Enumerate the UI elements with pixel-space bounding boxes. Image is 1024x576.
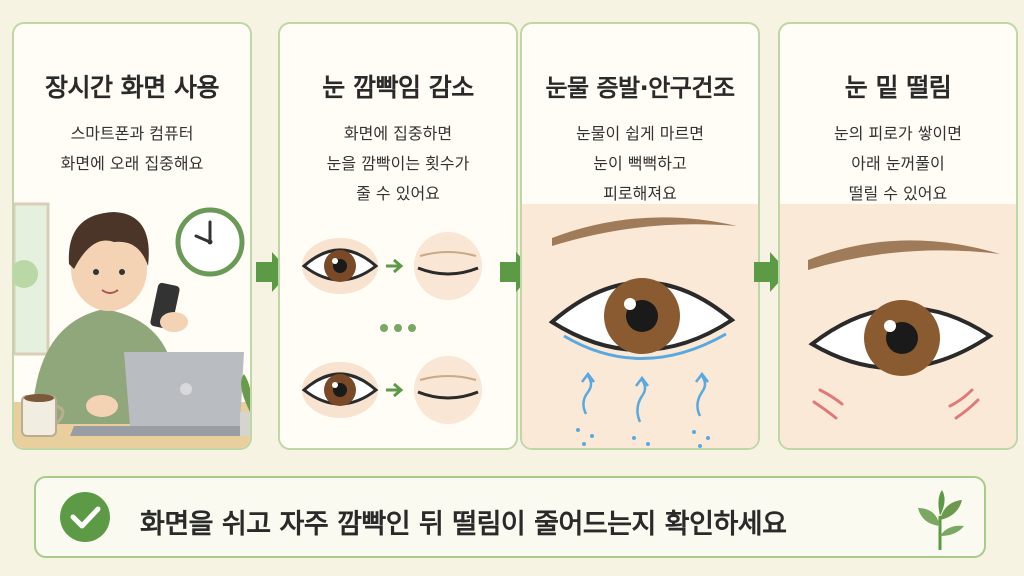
droplets-icon [576,428,710,448]
arrow-right-icon [256,252,290,292]
arrow-right-icon [386,258,404,274]
panel-blink-decrease: 눈 깜빡임 감소 화면에 집중하면 눈을 깜빡이는 횟수가 줄 수 있어요 [278,22,518,450]
eyebrow-icon [552,217,737,246]
clock-icon [175,207,245,277]
panel-title: 눈 밑 떨림 [844,73,952,102]
panel-description: 눈의 피로가 쌓이면 아래 눈꺼풀이 떨릴 수 있어요 [834,124,962,203]
dry-eye-illustration [522,204,758,448]
closed-eye-icon [414,356,482,424]
panel-title: 눈 깜빡임 감소 [322,73,474,102]
open-eye-icon [301,238,379,294]
panel-description: 화면에 집중하면 눈을 깜빡이는 횟수가 줄 수 있어요 [326,124,470,203]
twitch-lines-icon [812,388,980,420]
panel-title: 눈물 증발·안구건조 [545,74,735,102]
panel-eyelid-twitch: 눈 밑 떨림 눈의 피로가 쌓이면 아래 눈꺼풀이 떨릴 수 있어요 [778,22,1018,450]
arrow-right-icon [754,252,788,292]
eyelid-twitch-illustration [780,204,1016,448]
panel-description: 눈물이 쉽게 마르면 눈이 뻑뻑하고 피로해져요 [576,124,704,203]
tip-banner: 화면을 쉬고 자주 깜빡인 뒤 떨림이 줄어드는지 확인하세요 [34,476,986,558]
open-eye-icon [301,362,379,418]
eyebrow-icon [808,240,1000,270]
panel-screen-use: 장시간 화면 사용 스마트폰과 컴퓨터 화면에 오래 집중해요 [12,22,252,450]
arrow-right-icon [500,252,534,292]
evaporation-arrows-icon [581,371,709,423]
panel-dry-eye: 눈물 증발·안구건조 눈물이 쉽게 마르면 눈이 뻑뻑하고 피로해져요 [520,22,760,450]
person-using-devices-illustration [14,202,250,448]
ellipsis-icon [380,324,416,332]
panel-description: 스마트폰과 컴퓨터 화면에 오래 집중해요 [60,124,204,173]
blinking-eyes-illustration [301,232,482,424]
arrow-right-icon [386,382,404,398]
tip-message: 화면을 쉬고 자주 깜빡인 뒤 떨림이 줄어드는지 확인하세요 [140,509,787,540]
sprout-icon [918,490,964,550]
closed-eye-icon [414,232,482,300]
check-circle-icon [60,492,110,542]
panel-title: 장시간 화면 사용 [45,73,219,102]
tear-film-line [563,332,727,360]
